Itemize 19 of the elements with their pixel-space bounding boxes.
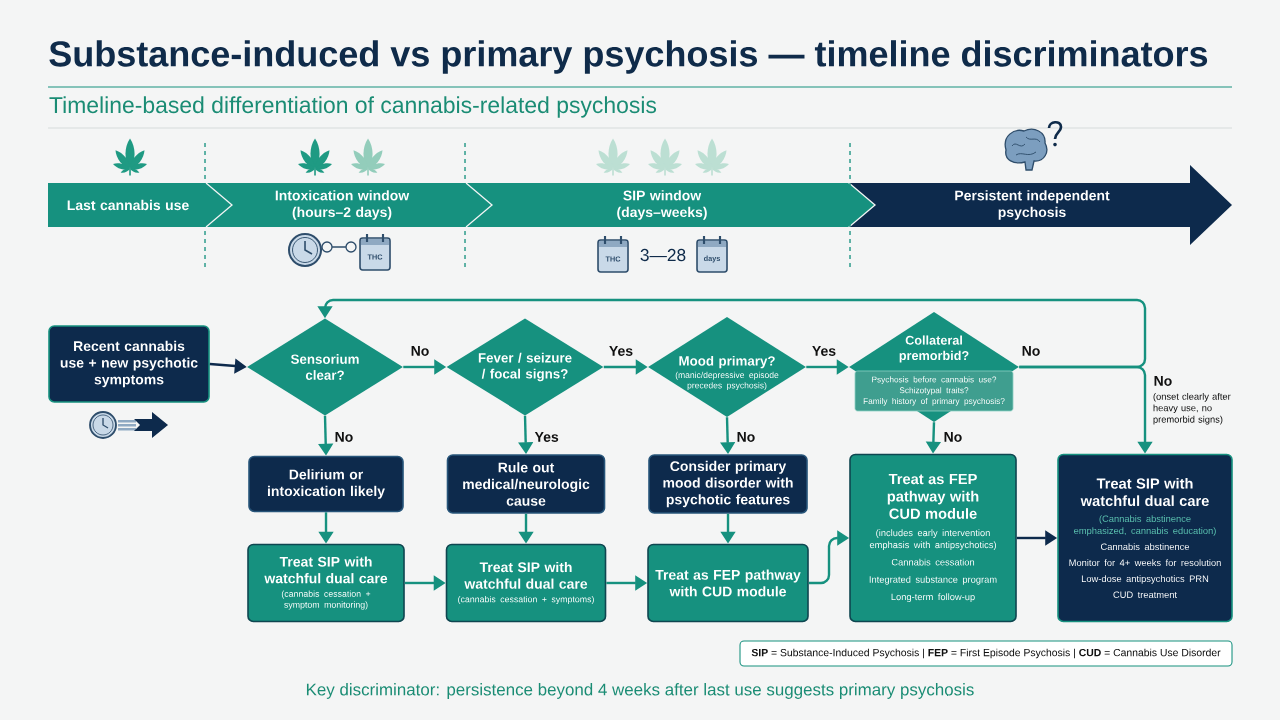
process-box: Rule out medical/neurologic cause <box>446 454 606 514</box>
timeline-segment: Intoxication window (hours–2 days) <box>207 183 491 227</box>
outcome-box: Treat as FEP pathway with CUD module (includes early intervention emphasis with antipsychotics) Cannabis cessation Integrated substance program Long-term follow-up <box>849 453 1017 623</box>
edge-note: (onset clearly after heavy use, no premorbid signs) <box>1153 392 1231 425</box>
outcome-box: Treat as FEP pathway with CUD module <box>647 543 809 623</box>
range-label: 3—28 <box>640 248 686 262</box>
node-label: Intoxication window (hours–2 days) <box>275 190 410 220</box>
note-box: Psychosis before cannabis use? Schizotypal traits? Family history of primary psychosis? <box>854 370 1014 412</box>
outcome-box: Treat SIP with watchful dual care (cannabis cessation + symptom monitoring) <box>247 543 405 623</box>
process-box: Consider primary mood disorder with psychotic features <box>648 454 808 514</box>
caption: Key discriminator: persistence beyond 4 weeks after last use suggests primary psychosis <box>306 683 974 699</box>
outcome-box: Treat SIP with watchful dual care (Cannabis abstinence emphasized, cannabis education) Cannabis abstinence Monitor for 4+ weeks for resolution Low-dose antipsychotics PRN CUD treatment <box>1057 453 1233 623</box>
outcome-box: Treat SIP with watchful dual care (cannabis cessation + symptoms) <box>445 543 607 623</box>
subtitle: Timeline-based differentiation of cannabis-related psychosis <box>49 96 657 118</box>
start-box: Recent cannabis use + new psychotic symptoms <box>48 325 210 403</box>
process-box: Delirium or intoxication likely <box>248 455 404 513</box>
title: Substance-induced vs primary psychosis — timeline discriminators <box>49 40 1208 74</box>
abbreviation-key: SIP = Substance-Induced Psychosis | FEP = First Episode Psychosis | CUD = Cannabis Use Disorder <box>739 640 1233 667</box>
node-label: SIP window (days–weeks) <box>617 190 707 220</box>
